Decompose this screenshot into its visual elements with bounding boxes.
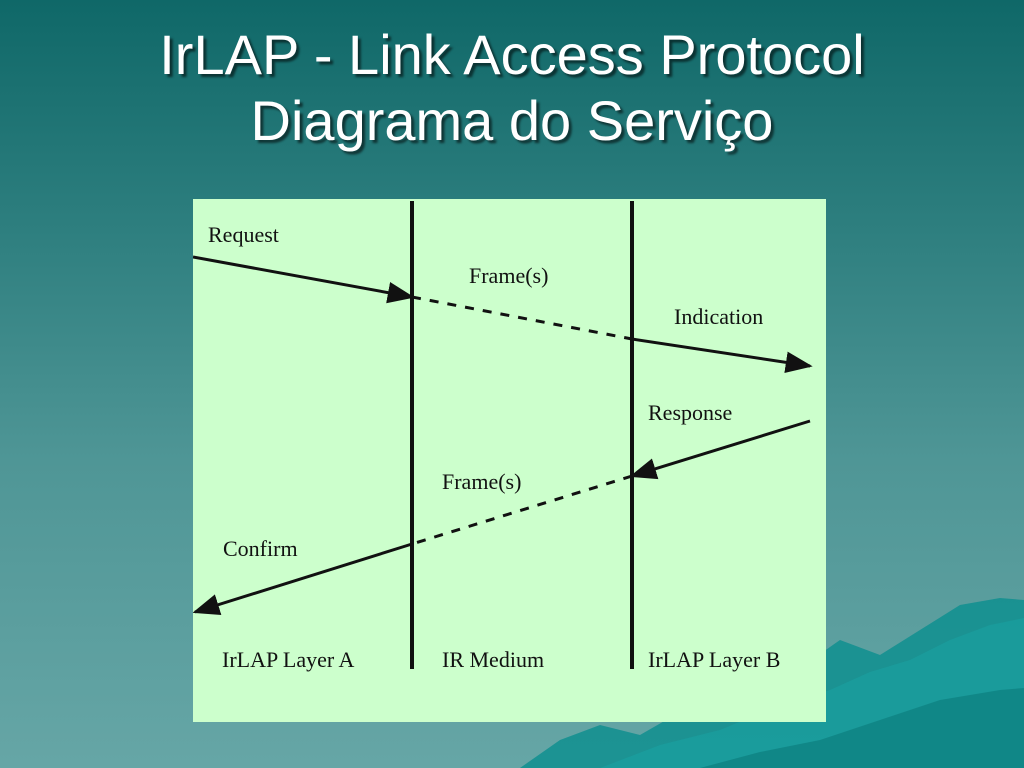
slide-title: IrLAP - Link Access Protocol Diagrama do… <box>0 22 1024 154</box>
frames-back-line <box>411 474 633 546</box>
lane-label-medium: IR Medium <box>442 647 544 672</box>
request-arrow <box>193 255 415 304</box>
label-response: Response <box>648 400 732 425</box>
indication-arrow <box>631 337 813 374</box>
label-confirm: Confirm <box>223 536 298 561</box>
label-frames-forward: Frame(s) <box>469 263 548 288</box>
lane-label-layer-a: IrLAP Layer A <box>222 647 354 672</box>
service-diagram: Request Frame(s) Indication Response Fra… <box>193 199 826 722</box>
lane-label-layer-b: IrLAP Layer B <box>648 647 780 672</box>
frames-forward-line <box>411 295 633 341</box>
title-line-2: Diagrama do Serviço <box>250 89 774 152</box>
label-request: Request <box>208 222 279 247</box>
response-arrow <box>629 419 811 480</box>
label-indication: Indication <box>674 304 763 329</box>
title-line-1: IrLAP - Link Access Protocol <box>159 23 865 86</box>
confirm-arrow <box>193 542 413 616</box>
label-frames-back: Frame(s) <box>442 469 521 494</box>
sequence-diagram-svg: Request Frame(s) Indication Response Fra… <box>193 201 813 672</box>
